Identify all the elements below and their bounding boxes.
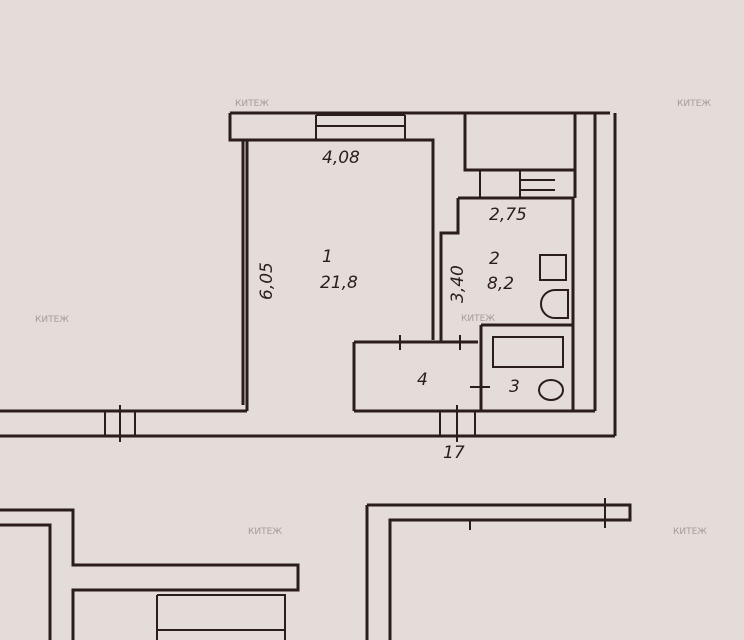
room2-width-label: 2,75: [489, 205, 527, 225]
room2-length-label: 3,40: [448, 265, 468, 303]
watermark: КИТЕЖ: [461, 314, 495, 324]
room1-length-label: 6,05: [257, 262, 277, 300]
labels: 4,08 6,05 1 21,8 2,75 3,40 2 8,2 3 4 17: [257, 148, 527, 463]
sink-icon: [540, 289, 569, 319]
watermark: КИТЕЖ: [677, 99, 711, 109]
watermark: КИТЕЖ: [673, 527, 707, 537]
room1-number: 1: [322, 247, 333, 267]
apartment-number: 17: [443, 443, 465, 463]
room2-area: 8,2: [487, 274, 514, 294]
stairs: [156, 594, 286, 640]
room1-area: 21,8: [320, 273, 358, 293]
room4-number: 4: [417, 370, 428, 390]
watermark: КИТЕЖ: [35, 315, 69, 325]
room1-width-label: 4,08: [322, 148, 360, 168]
stove-icon: [539, 254, 567, 281]
watermark: КИТЕЖ: [248, 527, 282, 537]
room2-number: 2: [489, 249, 500, 269]
room3-number: 3: [509, 377, 520, 397]
watermark: КИТЕЖ: [235, 99, 269, 109]
lower-structures: [0, 498, 632, 640]
fixtures: [492, 254, 569, 401]
bathtub-icon: [492, 336, 564, 368]
walls: [0, 111, 617, 442]
watermarks: КИТЕЖ КИТЕЖ КИТЕЖ КИТЕЖ КИТЕЖ КИТЕЖ: [35, 99, 711, 537]
toilet-icon: [538, 379, 564, 401]
